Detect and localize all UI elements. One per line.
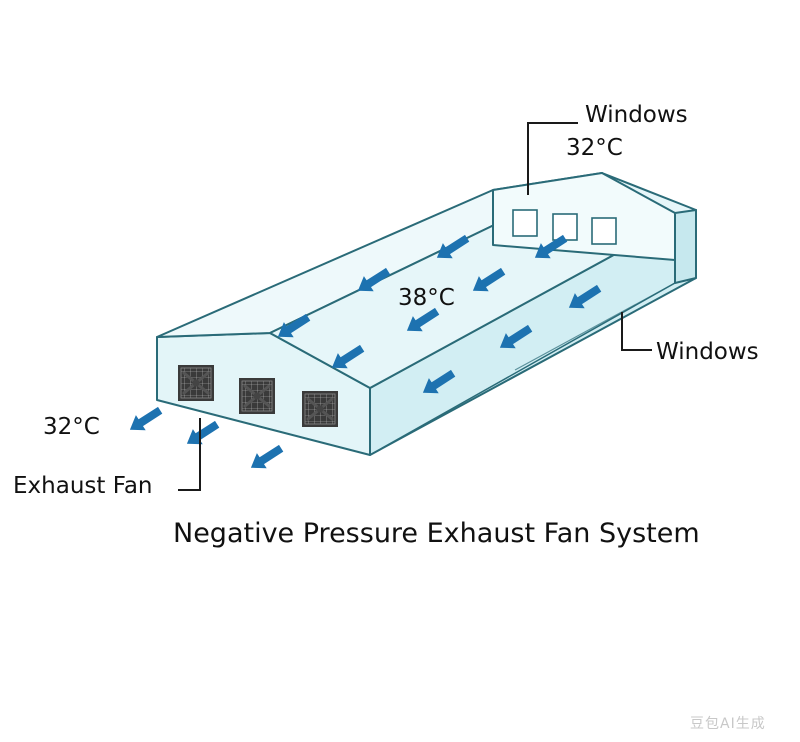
window-icon — [552, 213, 578, 241]
exhaust-fan-icon — [302, 391, 338, 427]
airflow-arrow-icon — [250, 444, 284, 469]
airflow-arrow-icon — [472, 267, 506, 292]
exhaust-fan-icon — [239, 378, 275, 414]
label-windows-right: Windows — [656, 339, 759, 365]
end-post — [674, 209, 697, 284]
leader-lines — [178, 122, 652, 491]
label-temp-left: 32°C — [43, 414, 100, 440]
label-windows-top: Windows — [585, 102, 688, 128]
airflow-arrow-icon — [422, 369, 456, 394]
airflow-arrow-icon — [568, 284, 602, 309]
exhaust-fan-icon — [178, 365, 214, 401]
window-icon — [512, 209, 538, 237]
leader-windows-top — [527, 122, 578, 195]
airflow-arrow-icon — [331, 344, 365, 369]
leader-windows-right — [621, 312, 652, 351]
inner-edge-line — [369, 282, 676, 456]
label-exhaust-fan: Exhaust Fan — [13, 473, 153, 499]
airflow-arrow-icon — [277, 313, 311, 338]
airflow-arrow-icon — [357, 267, 391, 292]
airflow-arrow-icon — [129, 406, 163, 431]
airflow-arrow-icon — [186, 420, 220, 445]
airflow-arrow-icon — [436, 234, 470, 259]
watermark: 豆包AI生成 — [690, 716, 766, 732]
label-temp-center: 38°C — [398, 285, 455, 311]
back-windows — [512, 209, 617, 245]
airflow-arrow-icon — [534, 234, 568, 259]
label-temp-top: 32°C — [566, 135, 623, 161]
diagram-title: Negative Pressure Exhaust Fan System — [173, 518, 700, 549]
side-band-line — [514, 282, 676, 371]
airflow-arrow-icon — [406, 307, 440, 332]
window-icon — [591, 217, 617, 245]
airflow-arrows — [129, 234, 602, 469]
exhaust-fans — [178, 365, 338, 427]
leader-exhaust-fan — [178, 418, 201, 491]
airflow-arrow-icon — [499, 324, 533, 349]
